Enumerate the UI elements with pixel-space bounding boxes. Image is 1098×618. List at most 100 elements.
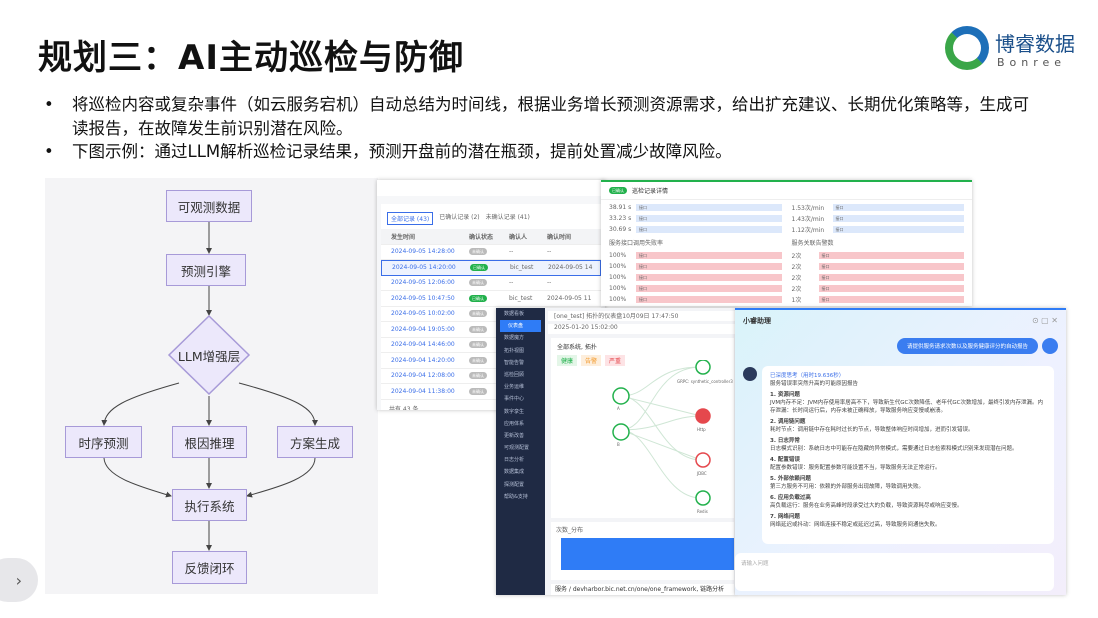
next-slide-button[interactable]: › [0,558,38,602]
col-header: 确认状态 [469,233,494,241]
row-time[interactable]: 2024-09-05 14:20:00 [392,264,456,272]
time-picker[interactable]: 2025-01-20 15:02:00 [548,324,736,334]
metric-value: 100% [609,252,627,259]
thinking-toggle[interactable]: 已深度思考（用时19.636秒） [770,373,845,379]
sidebar-item[interactable]: 数字孪生 [504,408,525,415]
metric-bar: 接口 [636,252,782,259]
report-heading: 7. 网络问题 [770,514,800,520]
user-avatar [1042,338,1058,354]
sidebar-item[interactable]: 数据看板 [504,311,525,317]
metric-bar: 接口 [636,226,782,233]
table-header: 发生时间确认状态确认人确认时间 [381,229,601,245]
report-heading: 3. 日志异常 [770,438,800,444]
node-root-cause: 根因推理 [172,426,247,458]
row-time[interactable]: 2024-09-05 10:02:00 [391,310,455,318]
metric-bar: 接口 [832,226,964,233]
report-heading: 2. 调用链问题 [770,419,806,425]
table-row[interactable]: 2024-09-04 14:20:00 未确认 [381,353,601,369]
assistant-message: 已深度思考（用时19.636秒） 服务错误率突然升高的可能原因报告 1. 资源问… [762,366,1054,544]
node-label: Redis [697,509,708,514]
assistant-chat-screenshot: 小睿助理 ⊙ ▢ ✕ 请提供服务请求次数以及服务健康评分的自动报告 已深度思考（… [735,308,1066,595]
node-execution: 执行系统 [172,489,247,521]
node-feedback-loop: 反馈闭环 [172,551,247,584]
sidebar-item[interactable]: 应用体系 [504,420,525,427]
sidebar-item[interactable]: 数据集成 [504,469,525,476]
metric-bar: 接口 [818,285,964,292]
row-time[interactable]: 2024-09-04 14:46:00 [391,341,455,349]
legend-critical[interactable]: 严重 [605,355,626,366]
node-label: JDBC [697,471,707,476]
distribution-bar [561,538,734,570]
row-time[interactable]: 2024-09-05 10:47:50 [391,294,455,302]
row-confirm-time: -- [547,279,552,287]
row-time[interactable]: 2024-09-04 12:08:00 [391,372,455,380]
sidebar-item[interactable]: 智能告警 [504,359,525,366]
llm-layer-diamond [167,314,251,396]
report-body: 高负载运行：服务在业务高峰时段承受过大的负载，导致资源耗尽或响应变慢。 [770,503,963,509]
panel-title: 全部系统, 拓扑 [557,344,597,351]
chart-title: 次数_分布 [556,527,584,534]
metric-bar: 接口 [636,296,782,303]
node-solution-gen: 方案生成 [277,426,353,458]
metric-bar: 接口 [636,204,782,211]
chat-input[interactable]: 请输入问题 [735,553,1054,591]
legend-warning[interactable]: 告警 [581,355,602,366]
sidebar-item[interactable]: 仪表盘 [500,320,541,333]
metric-value: 2次 [791,264,802,271]
metric-value: 100% [609,263,627,270]
logo-mark-icon [945,26,989,70]
bullet-item: 将巡检内容或复杂事件（如云服务宕机）自动总结为时间线，根据业务增长预测资源需求，… [42,93,1042,140]
row-time[interactable]: 2024-09-04 14:20:00 [391,356,455,364]
node-llm-layer: LLM增强层 [177,348,241,364]
tab-all[interactable]: 全部记录 (43) [387,212,434,225]
flow-connectors [101,222,318,551]
table-row[interactable]: 2024-09-05 12:06:00 未确认 -- -- [381,276,601,291]
sidebar-item[interactable]: 业务运维 [504,384,525,391]
row-status: 已确认 [470,264,488,272]
status-badge: 已确认 [609,187,627,194]
sidebar-item[interactable]: 可观测配置 [504,445,530,452]
sidebar-item[interactable]: 探测配置 [504,481,525,488]
tab-unconfirmed-confirmed[interactable]: 已确认记录 (2) [439,214,480,221]
sidebar-menu: 数据看板仪表盘数据魔方拓扑视图智能告警巡检回顾业务运维事件中心数字孪生应用体系更… [496,308,545,595]
row-status: 未确认 [469,325,487,333]
sidebar-item[interactable]: 事件中心 [504,396,525,403]
tab-unconfirmed[interactable]: 未确认记录 (41) [485,214,530,221]
metric-value: 2次 [791,253,802,260]
row-status: 未确认 [469,356,487,364]
metric-value: 2次 [791,275,802,282]
node-observability-data: 可观测数据 [166,190,252,222]
report-body: 耗时节点：调用链中存在耗时过长的节点，导致整体响应时间增加，进而引发错误。 [770,427,974,433]
row-status: 未确认 [469,279,487,287]
sidebar-item[interactable]: 拓扑视图 [504,347,525,354]
row-confirmer: -- [509,248,514,256]
metric-value: 30.69 s [609,226,632,233]
legend-healthy[interactable]: 健康 [557,355,578,366]
row-confirm-time: -- [547,248,552,256]
sidebar-item[interactable]: 更新改善 [504,432,525,439]
sidebar-item[interactable]: 巡检回顾 [504,371,525,378]
report-body: 日志模式识别：系统日志中可能存在隐藏的异常模式，需要通过日志检索和模式识别来发现… [770,446,1018,452]
sidebar-item[interactable]: 帮助&支持 [504,493,528,500]
node-prediction-engine: 预测引擎 [166,254,246,286]
sidebar-item[interactable]: 日志分析 [504,457,525,464]
metric-bar: 接口 [818,296,964,303]
row-time[interactable]: 2024-09-05 14:28:00 [391,248,455,256]
sidebar-item[interactable]: 数据魔方 [504,335,525,342]
row-time[interactable]: 2024-09-05 12:06:00 [391,279,455,287]
table-row[interactable]: 2024-09-04 19:05:00 未确认 [381,322,601,338]
topology-graph [612,360,711,506]
node-label: Http [697,427,706,432]
window-controls-icon[interactable]: ⊙ ▢ ✕ [1031,316,1058,325]
total-count: 共有 43 条 [389,405,419,411]
row-time[interactable]: 2024-09-04 11:38:00 [391,387,455,395]
row-time[interactable]: 2024-09-04 19:05:00 [391,325,455,333]
row-confirmer: -- [509,279,514,287]
